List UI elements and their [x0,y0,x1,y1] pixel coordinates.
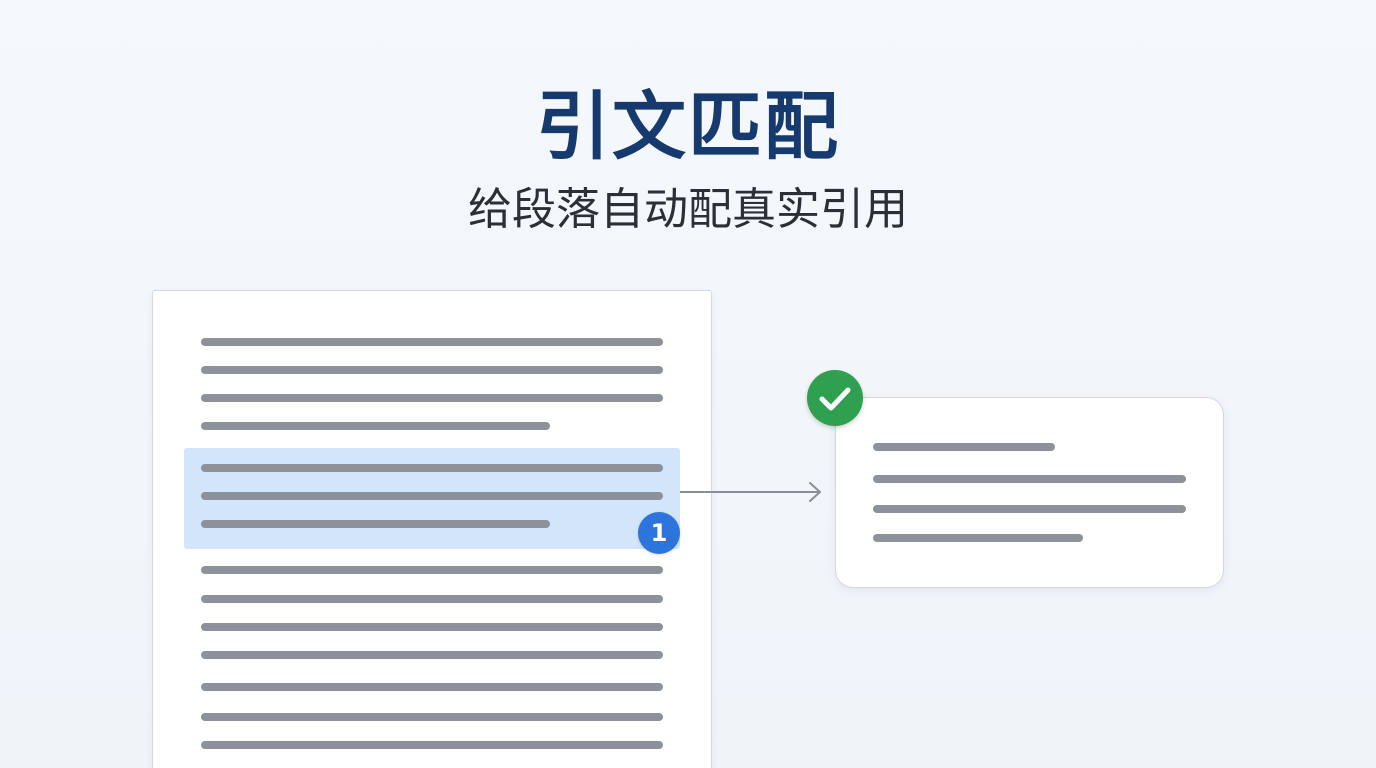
text-line [201,338,663,346]
text-line [201,623,663,631]
text-line [201,394,663,402]
highlighted-text-line [201,520,550,528]
check-icon [807,370,863,426]
text-line [201,713,663,721]
document-page [152,290,712,768]
source-title-line [873,443,1055,451]
citation-source-card [835,397,1224,588]
text-line [201,595,663,603]
text-line [201,683,663,691]
highlighted-text-line [201,492,663,500]
source-text-line [873,475,1186,483]
text-line [201,566,663,574]
text-line [201,422,550,430]
citation-number-badge: 1 [638,512,680,554]
page-subtitle: 给段落自动配真实引用 [468,184,908,235]
text-line [201,366,663,374]
source-text-line [873,534,1083,542]
page-title: 引文匹配 [536,84,840,170]
arrow-right-icon [680,482,821,502]
text-line [201,651,663,659]
highlighted-text-line [201,464,663,472]
text-line [201,741,663,749]
source-text-line [873,505,1186,513]
